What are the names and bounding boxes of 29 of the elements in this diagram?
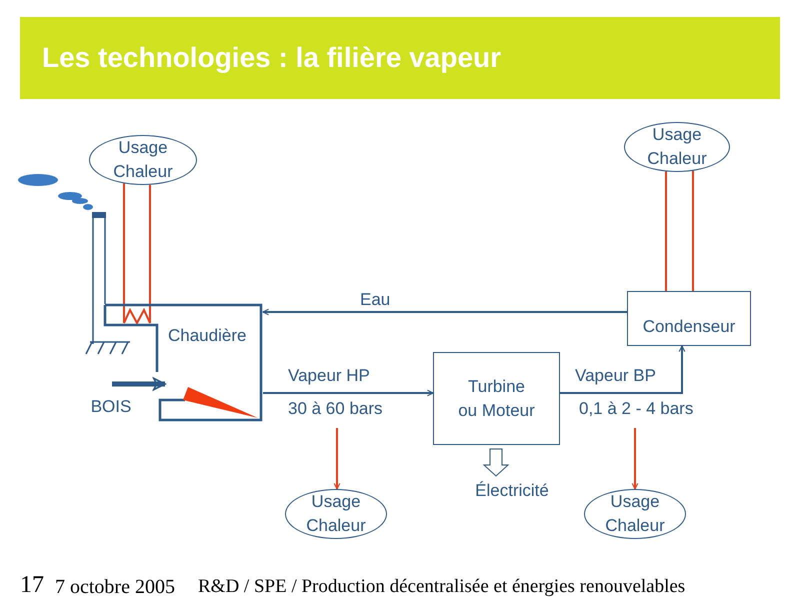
heat-line: [632, 428, 638, 490]
heat-line: [692, 170, 694, 291]
heat-line: [665, 171, 667, 291]
flow-arrow: [262, 308, 627, 316]
slide-title: Les technologies : la filière vapeur: [42, 42, 502, 74]
heat-line: [334, 428, 340, 490]
footer-text: R&D / SPE / Production décentralisée et énergies renouvelables: [198, 576, 686, 598]
node-label: Turbine ou Moteur: [457, 376, 536, 422]
flow-arrow: [112, 378, 166, 390]
pressure-label: 0,1 à 2 - 4 bars: [577, 399, 696, 419]
output-label: Électricité: [462, 478, 562, 504]
flow-arrow: [263, 390, 434, 396]
turbine-box: [433, 352, 560, 445]
boiler-label: Chaudière: [168, 325, 246, 347]
node-label: Condenseur: [642, 316, 736, 338]
heat-line: [123, 183, 125, 304]
condenser-box: [627, 291, 751, 346]
hollow-arrow: [482, 448, 510, 477]
node-label: Usage Chaleur: [646, 124, 708, 170]
node-label: Usage Chaleur: [112, 137, 174, 183]
node-label: Usage Chaleur: [305, 491, 367, 537]
node-label: Usage Chaleur: [604, 491, 666, 537]
page-number: 17: [20, 572, 44, 599]
heat-line: [149, 184, 151, 304]
fuel-label: BOIS: [84, 395, 138, 419]
footer-date: 7 octobre 2005: [55, 576, 175, 599]
edge-label: Vapeur BP: [573, 366, 658, 386]
edge-label: Vapeur HP: [286, 366, 372, 386]
flow-arrow: [560, 345, 686, 394]
